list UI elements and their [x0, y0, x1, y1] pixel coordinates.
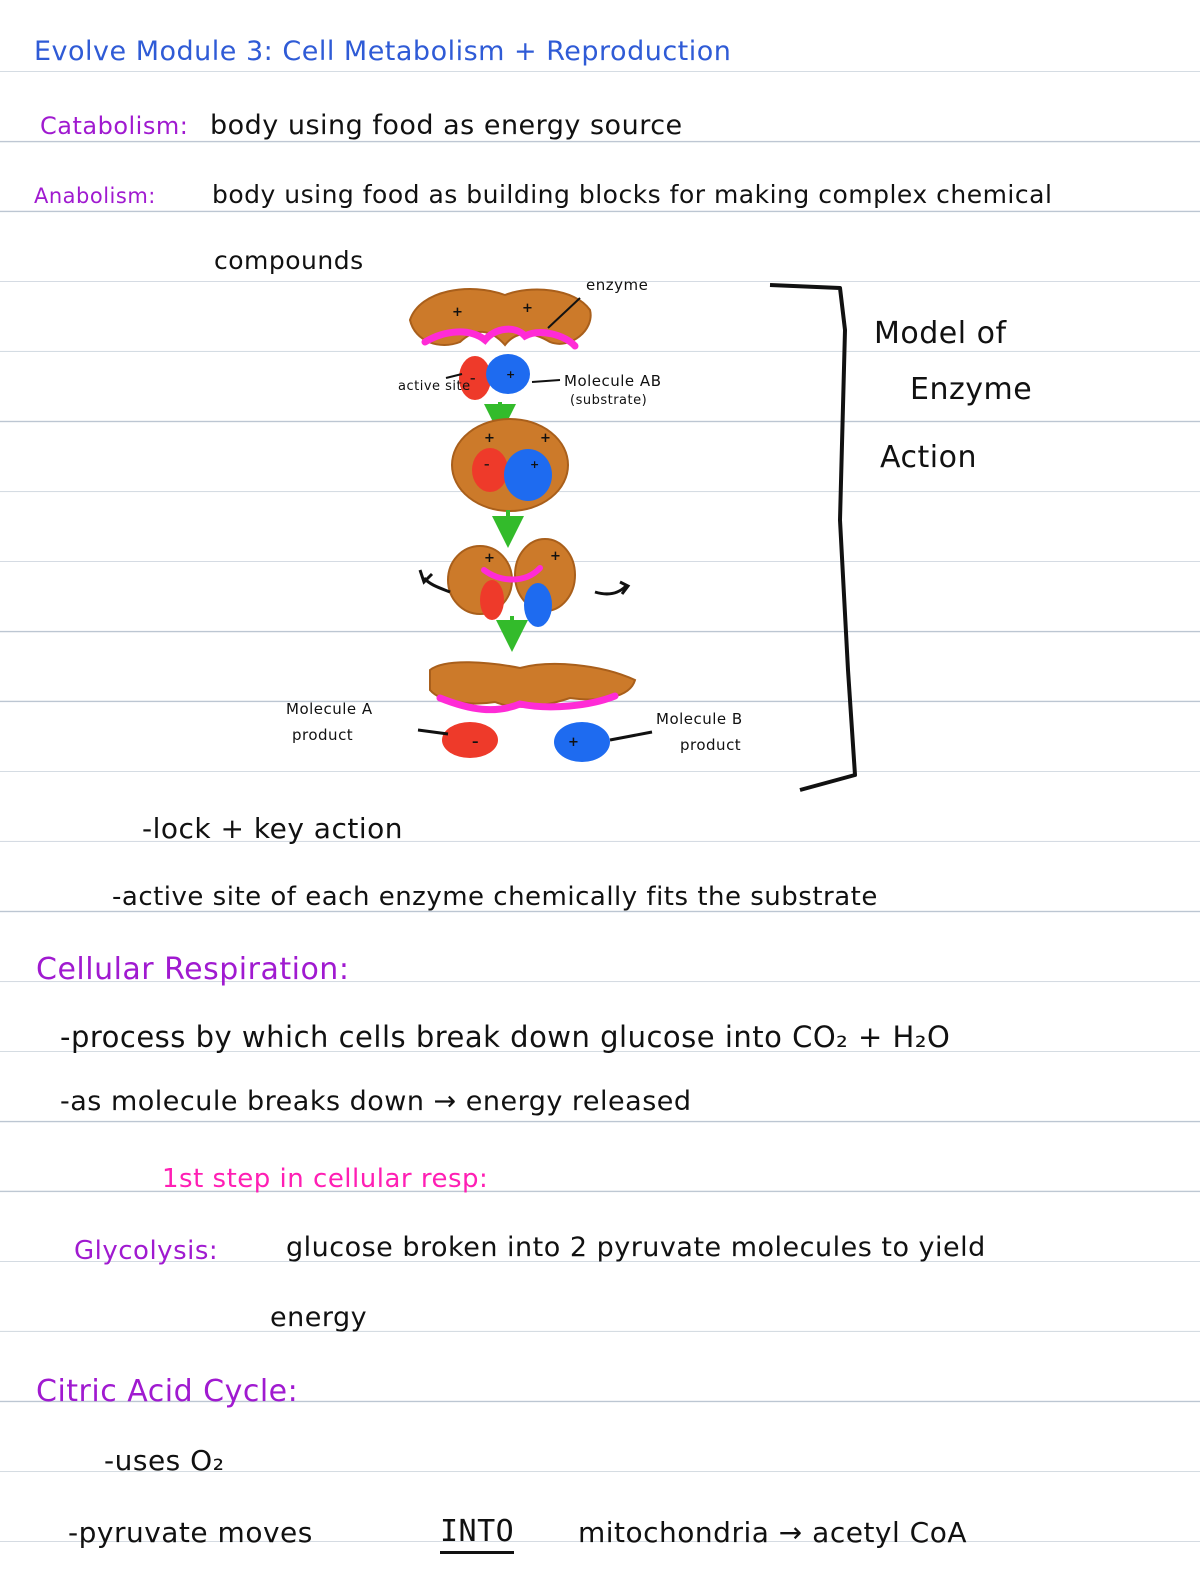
anabolism-term: Anabolism:: [34, 184, 156, 208]
svg-text:+: +: [522, 301, 533, 316]
active-site-pointer: [445, 373, 463, 379]
model-title-line2: Enzyme: [910, 372, 1033, 407]
substrate-molecule-ab: – +: [459, 354, 530, 400]
page-title: Evolve Module 3: Cell Metabolism + Repro…: [34, 36, 732, 67]
molecule-b-label: Molecule B: [656, 710, 743, 728]
diagram-bracket: [769, 283, 857, 792]
glycolysis-definition-cont: energy: [270, 1302, 368, 1333]
glycolysis-definition: glucose broken into 2 pyruvate molecules…: [286, 1232, 986, 1263]
svg-text:+: +: [540, 431, 551, 446]
citric-acid-point-2-into: INTO: [440, 1514, 515, 1554]
split-arrow-left-head: [418, 569, 434, 585]
product-molecule-a: –: [442, 722, 498, 758]
enzyme-stage-3: + +: [447, 538, 576, 627]
model-title-line3: Action: [880, 440, 977, 475]
split-arrow-right: [594, 584, 628, 596]
svg-text:+: +: [568, 735, 579, 750]
citric-acid-point-1: -uses O₂: [104, 1444, 225, 1477]
enzyme-stage-2: + + – +: [451, 418, 569, 512]
enzyme-stage-1: + +: [408, 288, 592, 350]
first-step-heading: 1st step in cellular resp:: [162, 1164, 489, 1194]
molecule-a-pointer: [417, 728, 449, 736]
svg-text:–: –: [470, 372, 476, 385]
molecule-b-sub-label: product: [680, 736, 742, 754]
molecule-ab-sub-label: (substrate): [570, 393, 648, 408]
svg-text:+: +: [452, 305, 463, 320]
cellular-respiration-heading: Cellular Respiration:: [36, 952, 350, 987]
cellular-respiration-point-2: -as molecule breaks down → energy releas…: [60, 1086, 692, 1117]
enzyme-pointer: [547, 297, 581, 329]
lock-key-note: -lock + key action: [142, 812, 403, 845]
model-title-line1: Model of: [874, 316, 1007, 351]
anabolism-definition: body using food as building blocks for m…: [212, 180, 1053, 209]
molecule-ab-pointer: [531, 379, 561, 383]
active-site-fit-note: -active site of each enzyme chemically f…: [112, 882, 878, 912]
active-site-label: active site: [398, 379, 471, 394]
glycolysis-term: Glycolysis:: [74, 1236, 219, 1266]
svg-text:+: +: [484, 431, 495, 446]
citric-acid-point-2-pre: -pyruvate moves: [68, 1516, 313, 1549]
enzyme-label: enzyme: [586, 276, 649, 294]
split-arrow-right-head: [619, 580, 631, 595]
molecule-a-sub-label: product: [292, 726, 354, 744]
citric-acid-cycle-heading: Citric Acid Cycle:: [36, 1374, 299, 1409]
anabolism-definition-cont: compounds: [214, 246, 364, 275]
citric-acid-point-2-post: mitochondria → acetyl CoA: [578, 1516, 968, 1549]
molecule-ab-label: Molecule AB: [564, 372, 662, 390]
enzyme-action-diagram: + + – + + + – +: [408, 283, 857, 792]
svg-text:+: +: [484, 551, 495, 566]
product-molecule-b: +: [554, 722, 610, 762]
svg-text:+: +: [530, 458, 539, 471]
catabolism-definition: body using food as energy source: [210, 110, 683, 141]
svg-text:+: +: [550, 549, 561, 564]
svg-text:–: –: [484, 458, 490, 471]
svg-text:–: –: [472, 735, 479, 750]
molecule-a-label: Molecule A: [286, 700, 373, 718]
molecule-b-pointer: [609, 730, 653, 742]
catabolism-term: Catabolism:: [40, 112, 189, 140]
svg-text:+: +: [506, 368, 515, 381]
cellular-respiration-point-1: -process by which cells break down gluco…: [60, 1020, 951, 1054]
enzyme-stage-4: [429, 661, 637, 714]
